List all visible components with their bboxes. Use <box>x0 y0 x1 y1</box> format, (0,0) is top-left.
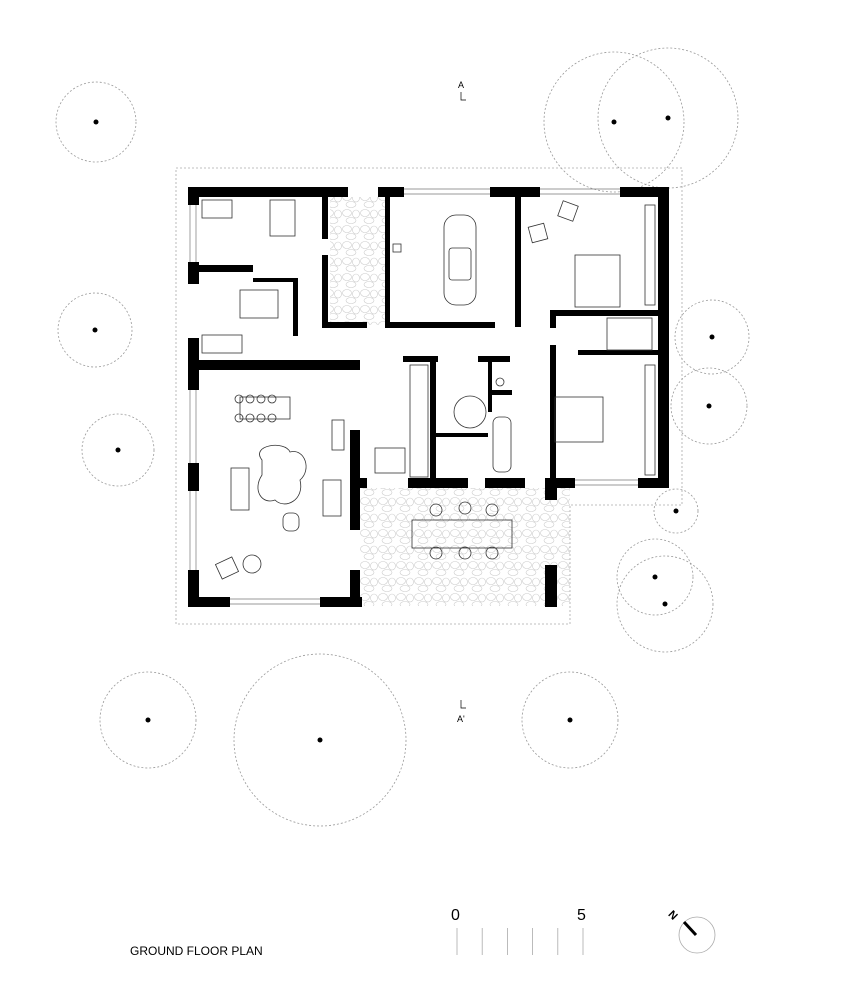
plan-title: GROUND FLOOR PLAN <box>130 944 263 958</box>
tree <box>55 81 137 163</box>
furniture <box>201 199 656 580</box>
svg-text:0: 0 <box>451 907 460 924</box>
north-arrow: N <box>666 909 716 954</box>
car-icon <box>443 214 477 306</box>
tree <box>616 538 694 616</box>
tree <box>233 653 407 827</box>
tree <box>616 555 714 653</box>
entry-paving <box>330 197 385 325</box>
svg-text:N: N <box>666 909 680 923</box>
tree <box>670 367 748 445</box>
scale-bar: 0 5 <box>451 907 586 955</box>
trees <box>55 47 750 827</box>
tree <box>674 299 750 375</box>
section-marker-a: A <box>458 80 466 101</box>
tree <box>521 671 619 769</box>
walls <box>188 187 669 607</box>
windows <box>189 188 638 605</box>
plot-boundary <box>175 167 683 625</box>
tree <box>57 292 133 368</box>
svg-text:5: 5 <box>577 907 586 924</box>
svg-text:A': A' <box>457 714 465 724</box>
tree <box>81 413 155 487</box>
svg-text:A: A <box>458 80 464 90</box>
tree <box>653 488 699 534</box>
tree <box>99 671 197 769</box>
tree <box>543 51 685 193</box>
section-marker-a-prime: A' <box>457 700 466 724</box>
